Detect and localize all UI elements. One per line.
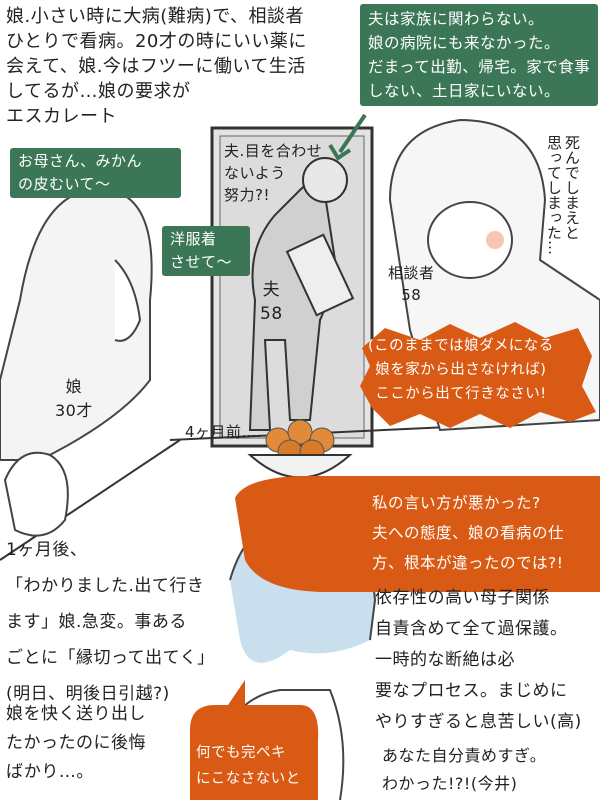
four-months-ago: 4ヶ月前…. [185, 423, 263, 441]
shout-bubble-shape [360, 322, 596, 428]
briefcase [285, 233, 355, 317]
intro-narration: 娘.小さい時に大病(難病)で、相談者 ひとりで看病。20才の時にいい薬に 会えて… [6, 6, 307, 127]
arrow-icon [338, 113, 367, 154]
husband-description-bubble: 夫は家族に関わらない。 娘の病院にも来なかった。 だまって出勤、帰宅。家で食事 … [360, 4, 598, 106]
regret-narration: 娘を快く送り出し たかったのに後悔 ばかり…。 [6, 704, 146, 782]
daughter-request-bubble-1: お母さん、みかん の皮むいて〜 [10, 148, 181, 198]
mother-doubt-text: 私の言い方が悪かった? 夫への態度、娘の看病の仕 方、根本が違ったのでは?! [372, 494, 565, 572]
husband-label: 夫 58 [260, 280, 283, 324]
perfect-bubble-text: 何でも完ペキ にこなさないと [196, 745, 301, 787]
daughter-label: 娘 30才 [55, 377, 93, 420]
perfect-bubble-shape [190, 680, 319, 800]
mother-shout-text: (このままでは娘ダメになる 娘を家から出さなければ) ここから出て行きなさい! [368, 338, 554, 402]
consulter-label: 相談者 58 [388, 264, 435, 304]
husband-note: 夫.目を合わせ ないよう 努力?! [224, 142, 323, 204]
mother-thought: 死んでしまえと 思ってしまった… [545, 135, 581, 255]
one-month-later-narration: 1ヶ月後、 「わかりました.出て行き ます」娘.急変。事ある ごとに「縁切って出… [6, 540, 215, 704]
husband-head [302, 157, 348, 203]
daughter-request-bubble-2: 洋服着 させて〜 [162, 226, 250, 276]
advice-narration: 依存性の高い母子関係 自責含めて全て過保護。 一時的な断絶は必 要なプロセス。ま… [375, 588, 582, 732]
doubt-bubble-shape [235, 476, 600, 592]
daughter-figure [0, 188, 153, 461]
fruit-bowl [247, 419, 353, 479]
angry-daughter-face [3, 451, 69, 537]
advice-narration-2: あなた自分責めすぎ。 わかった!?!(今井) [382, 746, 547, 793]
